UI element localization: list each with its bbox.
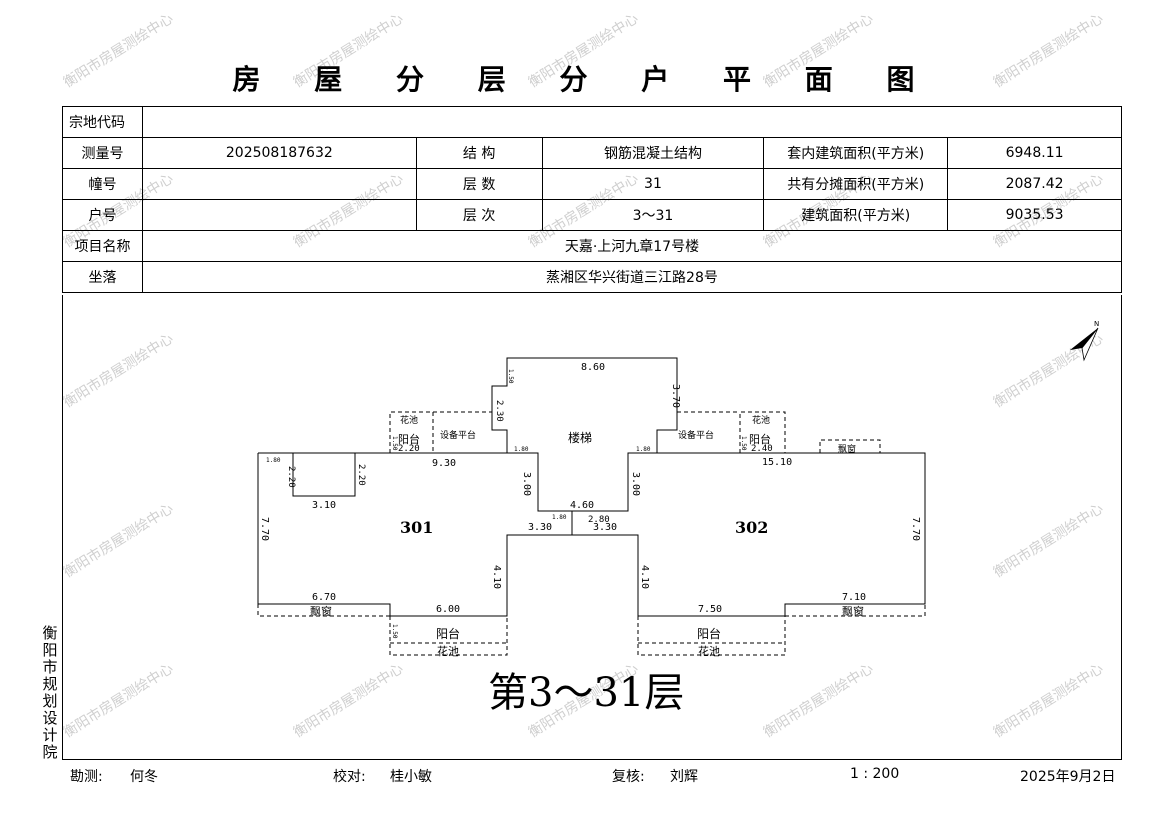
dimension-label: 1.50 [740, 436, 747, 451]
bay-top-right [819, 439, 881, 453]
reviewer-label: 复核: [612, 769, 645, 785]
balcony-left-bottom [389, 616, 508, 656]
dimension-label: 3.00 [521, 472, 532, 496]
dimension-label: 3.30 [528, 522, 552, 533]
location-label: 坐落 [62, 261, 143, 293]
unit-301-label: 301 [400, 518, 433, 537]
dimension-label: 4.60 [570, 500, 594, 511]
plan-frame [62, 295, 1122, 760]
table-row: 幢号 层 数 31 共有分摊面积(平方米) 2087.42 [62, 168, 1122, 200]
planter-label: 花池 [698, 645, 720, 658]
dimension-label: 1.50 [391, 436, 398, 451]
dimension-label: 1.80 [636, 446, 651, 453]
dimension-label: 4.10 [491, 565, 502, 589]
surveyor-label: 勘测: [70, 769, 103, 785]
bay-window-label: 飘窗 [310, 604, 332, 618]
dimension-label: 8.60 [581, 362, 605, 373]
surveyor-name: 何冬 [130, 769, 158, 785]
bay-right [785, 604, 926, 617]
floor-range-value: 3～31 [541, 199, 765, 231]
scale-value: 1 : 200 [850, 766, 900, 782]
floors-value: 31 [541, 168, 765, 200]
plan-outline-301 [257, 357, 678, 617]
building-area-value: 9035.53 [947, 199, 1122, 231]
checker-label: 校对: [333, 769, 366, 785]
building-area-label: 建筑面积(平方米) [763, 199, 949, 231]
bay-window-label: 飘窗 [842, 604, 864, 618]
dimension-label: 1.50 [507, 369, 514, 384]
balcony-label: 阳台 [398, 432, 420, 446]
dimension-label: 7.70 [910, 517, 921, 541]
dimension-label: 7.50 [698, 604, 722, 615]
platform-label: 设备平台 [678, 429, 714, 441]
north-arrow-icon: N [1070, 320, 1099, 362]
reviewer-name: 刘辉 [670, 769, 698, 785]
unit-302-label: 302 [735, 518, 768, 537]
bay-window-label: 飘窗 [838, 443, 856, 455]
plan-outline-302 [572, 452, 926, 617]
planter-label: 花池 [400, 414, 418, 426]
platform-label: 设备平台 [440, 429, 476, 441]
dimension-label: 2.30 [494, 400, 504, 422]
dimension-label: 3.70 [670, 384, 681, 408]
dimension-label: 2.20 [356, 464, 366, 486]
page-title: 房 屋 分 层 分 户 平 面 图 [232, 63, 937, 96]
balcony-label: 阳台 [697, 626, 721, 641]
stair-label: 楼梯 [568, 430, 592, 445]
dimension-label: 2.20 [286, 466, 296, 488]
shared-area-value: 2087.42 [947, 168, 1122, 200]
dimension-label: 3.30 [593, 522, 617, 533]
interior-area-value: 6948.11 [947, 137, 1122, 169]
table-row: 项目名称 天嘉·上河九章17号楼 [62, 230, 1123, 262]
table-row: 坐落 蒸湘区华兴街道三江路28号 [62, 261, 1123, 293]
checker-name: 桂小敏 [390, 769, 432, 785]
location-value: 蒸湘区华兴街道三江路28号 [141, 261, 1123, 293]
dimension-label: 2.20 [398, 444, 420, 454]
dimension-label: 15.10 [762, 457, 792, 468]
balcony-label: 阳台 [749, 432, 771, 446]
floor-range-caption: 第3～31层 [488, 670, 684, 716]
parcel-code-label: 宗地代码 [62, 106, 143, 138]
info-table: 宗地代码 测量号 202508187632 结 构 钢筋混凝土结构 套内建筑面积… [62, 106, 1123, 293]
organization-name: 衡阳市规划设计院 [42, 624, 58, 761]
planter-label: 花池 [437, 645, 459, 658]
dimension-label: 3.00 [630, 472, 641, 496]
balcony-right-top [739, 411, 786, 453]
svg-text:N: N [1094, 320, 1099, 328]
building-number-label: 幢号 [62, 168, 143, 200]
planter-label: 花池 [752, 414, 770, 426]
dimension-label: 7.10 [842, 592, 866, 603]
structure-value: 钢筋混凝土结构 [541, 137, 765, 169]
dimension-label: 2.40 [751, 444, 773, 454]
dimension-label: 6.70 [312, 592, 336, 603]
dimension-label: 3.10 [312, 500, 336, 511]
balcony-right-bottom [637, 616, 786, 656]
dimension-label: 9.30 [432, 458, 456, 469]
bay-left [257, 604, 390, 617]
table-row: 测量号 202508187632 结 构 钢筋混凝土结构 套内建筑面积(平方米)… [62, 137, 1122, 169]
project-name-label: 项目名称 [62, 230, 143, 262]
dimension-label: 1.80 [514, 446, 529, 453]
dimension-label: 1.80 [266, 457, 281, 464]
dimension-label: 2.80 [588, 515, 610, 525]
balcony-label: 阳台 [436, 626, 460, 641]
dimension-label: 1.80 [552, 514, 567, 521]
date-value: 2025年9月2日 [1020, 769, 1116, 785]
dimension-label: 7.70 [259, 517, 270, 541]
dimension-label: 1.50 [391, 624, 398, 639]
dimension-label: 4.10 [639, 565, 650, 589]
dimension-label: 6.00 [436, 604, 460, 615]
plan-outline [258, 452, 356, 497]
